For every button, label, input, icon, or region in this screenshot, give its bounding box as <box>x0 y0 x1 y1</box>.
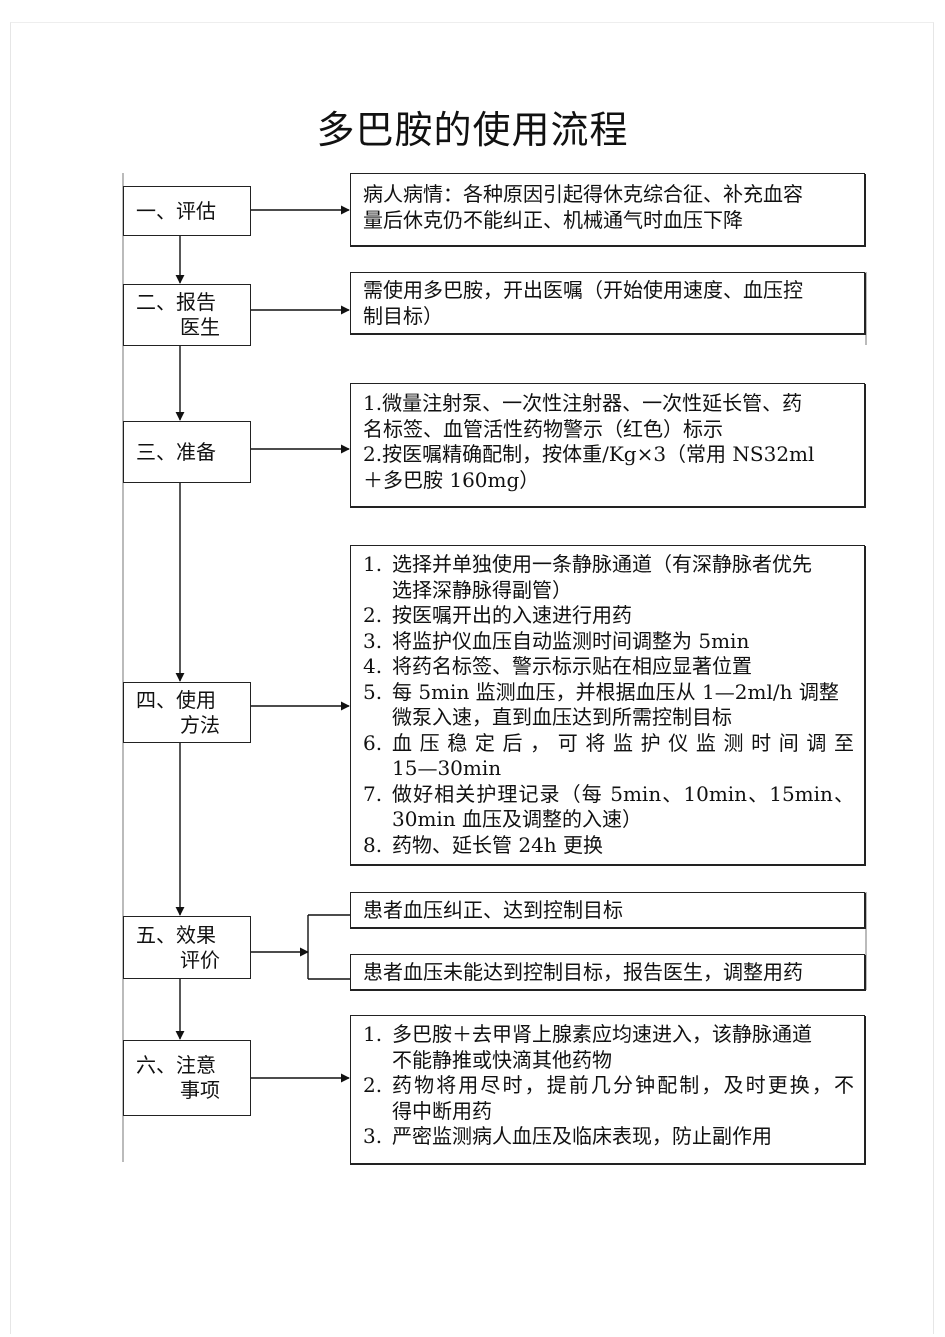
item-line: 每 5min 监测血压，并根据血压从 1—2ml/h 调整 <box>392 679 839 704</box>
item-line: 得中断用药 <box>392 1098 492 1123</box>
item-line: 按医嘱开出的入速进行用药 <box>392 603 632 627</box>
item-line: 药物、延长管 24h 更换 <box>392 832 604 857</box>
stage-effect-evaluation: 五、效果 评价 <box>123 916 251 979</box>
list-item: 5. 每 5min 监测血压，并根据血压从 1—2ml/h 调整微泵入速，直到血… <box>363 680 854 731</box>
prepare-detail-box: 1.微量注射泵、一次性注射器、一次性延长管、药 名标签、血管活性药物警示（红色）… <box>350 383 865 507</box>
list-item: 2. 药物将用尽时，提前几分钟配制，及时更换，不得中断用药 <box>363 1073 854 1124</box>
page-title: 多巴胺的使用流程 <box>316 108 629 152</box>
method-detail-box: 1. 选择并单独使用一条静脉通道（有深静脉者优先选择深静脉得副管） 2. 按医嘱… <box>350 545 865 865</box>
detail-line: 病人病情：各种原因引起得休克综合征、补充血容 <box>363 182 803 206</box>
detail-line: 名标签、血管活性药物警示（红色）标示 <box>363 416 723 441</box>
detail-line: 患者血压未能达到控制目标，报告医生，调整用药 <box>363 960 803 984</box>
item-number: 2. <box>363 1073 383 1097</box>
assess-detail-box: 病人病情：各种原因引起得休克综合征、补充血容 量后休克仍不能纠正、机械通气时血压… <box>350 173 865 246</box>
item-number: 1. <box>363 552 383 576</box>
list-item: 1. 选择并单独使用一条静脉通道（有深静脉者优先选择深静脉得副管） <box>363 552 854 603</box>
item-line: 严密监测病人血压及临床表现，防止副作用 <box>392 1124 772 1148</box>
stage-label: 三、准备 <box>136 439 216 464</box>
item-line: 15—30min <box>392 756 502 780</box>
list-item: 3. 严密监测病人血压及临床表现，防止副作用 <box>363 1124 854 1150</box>
item-number: 4. <box>363 654 383 678</box>
item-number: 3. <box>363 1124 383 1148</box>
item-number: 8. <box>363 832 383 857</box>
list-item: 7. 做好相关护理记录（每 5min、10min、15min、30min 血压及… <box>363 782 854 833</box>
stage-label: 六、注意 <box>136 1053 216 1077</box>
report-detail-box: 需使用多巴胺，开出医嘱（开始使用速度、血压控 制目标） <box>350 272 865 334</box>
item-line: 30min 血压及调整的入速） <box>392 807 643 831</box>
stage-label: 五、效果 <box>136 922 216 947</box>
stage-label-line2: 方法 <box>180 712 220 737</box>
item-line: 不能静推或快滴其他药物 <box>392 1047 612 1072</box>
item-line: 将药名标签、警示标示贴在相应显著位置 <box>392 654 752 678</box>
detail-line: 量后休克仍不能纠正、机械通气时血压下降 <box>363 207 743 232</box>
list-item: 4. 将药名标签、警示标示贴在相应显著位置 <box>363 654 854 680</box>
stage-prepare: 三、准备 <box>123 421 251 483</box>
stage-label-line2: 医生 <box>180 315 220 339</box>
page-border <box>10 22 934 1334</box>
detail-line: 需使用多巴胺，开出医嘱（开始使用速度、血压控 <box>363 278 803 302</box>
item-line: 血压稳定后，可将监护仪监测时间调至 <box>392 730 854 755</box>
item-number: 1. <box>363 1022 383 1046</box>
list-item: 1. 多巴胺＋去甲肾上腺素应均速进入，该静脉通道不能静推或快滴其他药物 <box>363 1022 854 1073</box>
stage-precautions: 六、注意 事项 <box>123 1040 251 1116</box>
detail-line: 2.按医嘱精确配制，按体重/Kg×3（常用 NS32ml <box>363 442 815 466</box>
item-line: 做好相关护理记录（每 5min、10min、15min、 <box>392 781 854 806</box>
item-line: 选择深静脉得副管） <box>392 577 572 602</box>
list-item: 2. 按医嘱开出的入速进行用药 <box>363 603 854 629</box>
list-item: 3. 将监护仪血压自动监测时间调整为 5min <box>363 629 854 655</box>
item-number: 5. <box>363 679 383 704</box>
detail-line: 患者血压纠正、达到控制目标 <box>363 898 623 922</box>
detail-line: 制目标） <box>363 303 443 328</box>
list-item: 8. 药物、延长管 24h 更换 <box>363 833 854 859</box>
stage-assess: 一、评估 <box>123 186 251 236</box>
stage-label-line2: 评价 <box>180 947 220 972</box>
item-line: 微泵入速，直到血压达到所需控制目标 <box>392 705 732 729</box>
stage-label: 四、使用 <box>136 687 216 712</box>
item-number: 2. <box>363 603 383 627</box>
detail-line: 1.微量注射泵、一次性注射器、一次性延长管、药 <box>363 391 803 415</box>
stage-usage-method: 四、使用 方法 <box>123 682 251 743</box>
item-line: 药物将用尽时，提前几分钟配制，及时更换，不 <box>392 1073 854 1097</box>
item-number: 3. <box>363 628 383 653</box>
item-number: 7. <box>363 781 383 806</box>
eval-success-box: 患者血压纠正、达到控制目标 <box>350 892 865 928</box>
stage-label: 一、评估 <box>136 198 216 223</box>
item-line: 多巴胺＋去甲肾上腺素应均速进入，该静脉通道 <box>392 1022 812 1046</box>
stage-label: 二、报告 <box>136 290 216 314</box>
item-number: 6. <box>363 730 383 755</box>
stage-label-line2: 事项 <box>180 1078 220 1102</box>
stage-report-doctor: 二、报告 医生 <box>123 284 251 346</box>
item-line: 将监护仪血压自动监测时间调整为 5min <box>392 628 750 653</box>
notes-detail-box: 1. 多巴胺＋去甲肾上腺素应均速进入，该静脉通道不能静推或快滴其他药物 2. 药… <box>350 1015 865 1164</box>
detail-line: ＋多巴胺 160mg） <box>363 467 540 492</box>
item-line: 选择并单独使用一条静脉通道（有深静脉者优先 <box>392 552 812 576</box>
eval-fail-box: 患者血压未能达到控制目标，报告医生，调整用药 <box>350 954 865 990</box>
